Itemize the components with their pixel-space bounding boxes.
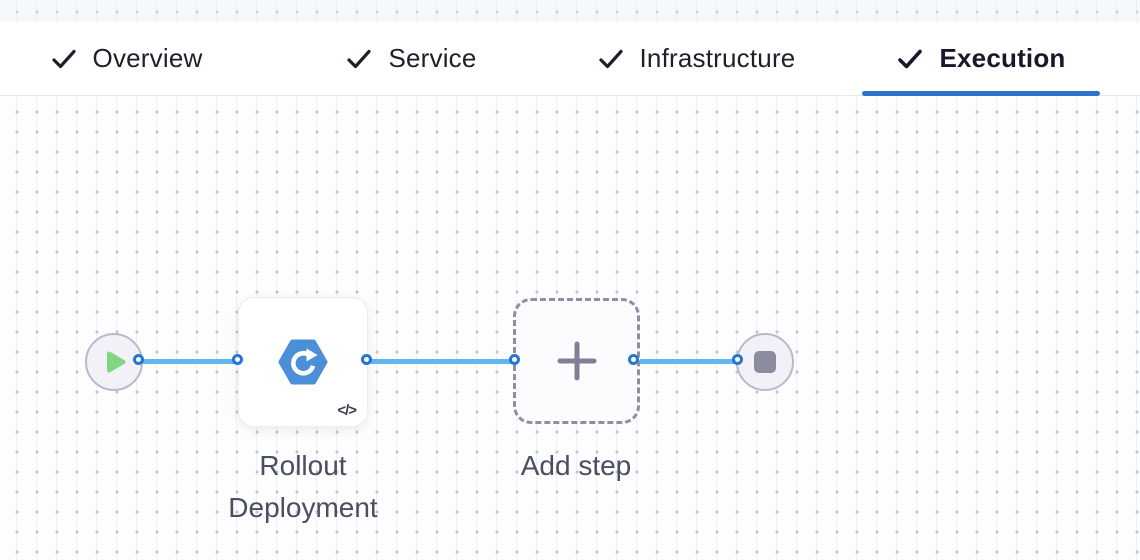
check-icon: [898, 49, 923, 68]
pipeline-edge: [369, 359, 517, 364]
tab-label: Service: [388, 43, 477, 73]
check-icon: [598, 49, 623, 68]
edge-connector-port[interactable]: [508, 353, 520, 365]
check-icon: [51, 49, 76, 68]
plus-icon: [557, 341, 596, 381]
stage-setup-tabbar: Overview Service Infrastructure Executio…: [0, 22, 1140, 96]
stop-icon: [754, 351, 776, 373]
pipeline-edge: [141, 359, 240, 364]
tab-execution[interactable]: Execution: [862, 22, 1100, 96]
edge-connector-port[interactable]: [132, 353, 144, 365]
tab-overview[interactable]: Overview: [7, 22, 245, 95]
code-braces-icon[interactable]: </>: [337, 402, 357, 419]
pipeline-end-node: [736, 333, 794, 391]
pipeline-edge: [636, 359, 740, 364]
play-icon: [106, 351, 125, 373]
edge-connector-port[interactable]: [231, 353, 243, 365]
step-node-rollout-deployment[interactable]: </>: [238, 297, 368, 427]
step-label: Rollout Deployment: [228, 450, 378, 523]
canvas-top-strip: [0, 0, 1140, 22]
tab-label: Infrastructure: [639, 43, 796, 73]
active-tab-indicator: [862, 91, 1100, 96]
check-icon: [347, 49, 372, 68]
edge-connector-port[interactable]: [627, 353, 639, 365]
tab-infrastructure[interactable]: Infrastructure: [577, 22, 815, 95]
add-step-button[interactable]: [513, 298, 640, 424]
tab-label: Overview: [92, 43, 203, 73]
edge-connector-port[interactable]: [731, 353, 743, 365]
edge-connector-port[interactable]: [360, 353, 372, 365]
add-step-label: Add step: [520, 450, 632, 481]
tab-label: Execution: [939, 43, 1066, 73]
kubernetes-rollout-icon: [278, 339, 328, 385]
tab-service[interactable]: Service: [292, 22, 530, 95]
